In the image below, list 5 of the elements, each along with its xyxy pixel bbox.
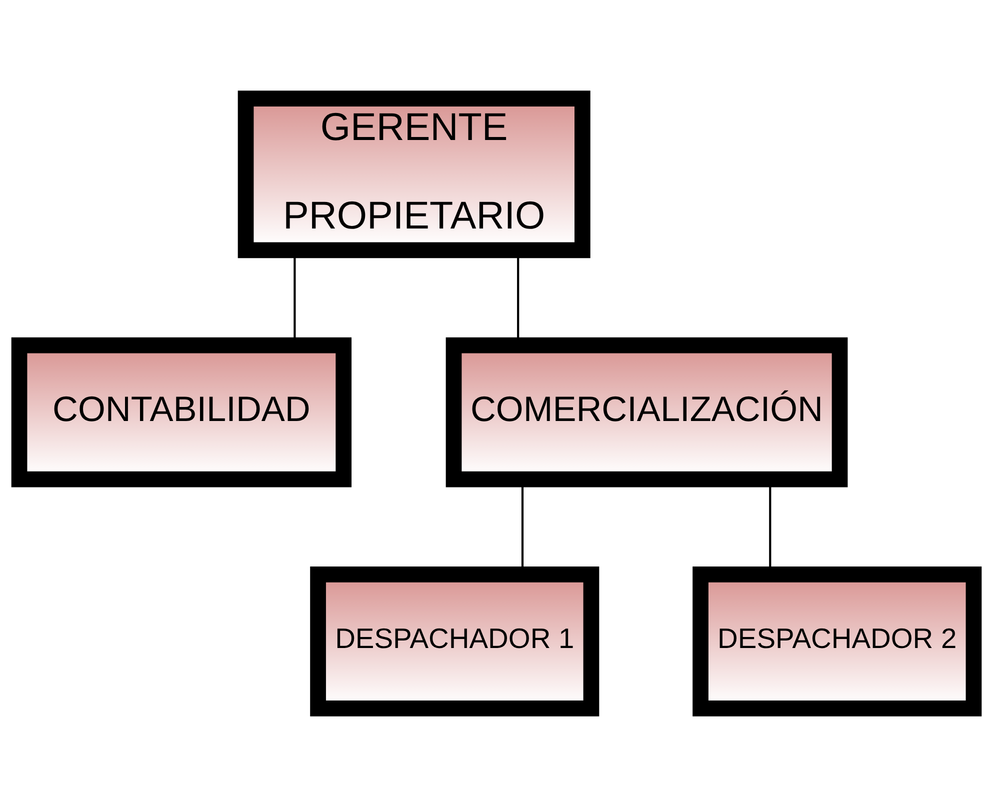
node-box: DESPACHADOR 1 [310, 566, 600, 716]
node-box: DESPACHADOR 2 [692, 566, 982, 716]
node-box: CONTABILIDAD [11, 336, 352, 487]
node-box: COMERCIALIZACIÓN [446, 336, 848, 487]
node-box: GERENTE PROPIETARIO [238, 90, 590, 258]
